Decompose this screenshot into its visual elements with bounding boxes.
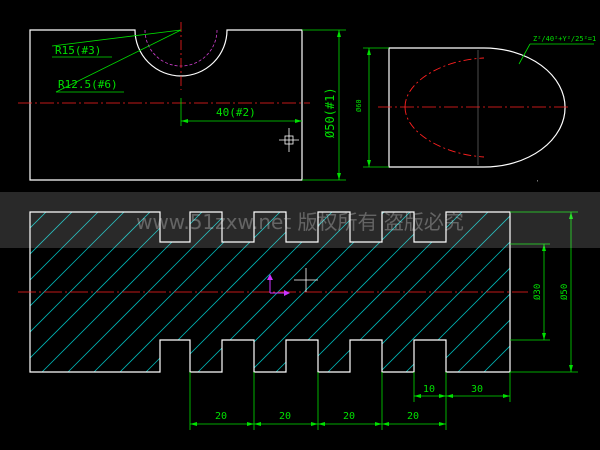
spacing-label-1: 20 xyxy=(215,411,227,422)
spacing-label-2: 20 xyxy=(279,411,291,422)
top-view-outline xyxy=(29,29,303,181)
hatch-line xyxy=(449,212,510,372)
hatch-line xyxy=(30,212,163,372)
slot-width-label: 10 xyxy=(423,384,435,395)
section-view: Ø30 Ø50 10 30 xyxy=(18,174,578,430)
ucs-x-arrow xyxy=(284,290,290,296)
length-2-arrow-left xyxy=(181,119,188,123)
hatch-line xyxy=(241,212,423,372)
inner-diameter-arrow-bottom xyxy=(542,333,546,340)
section-hatch xyxy=(30,212,510,372)
slot-width-arrow-left xyxy=(414,394,421,398)
ucs-y-arrow xyxy=(267,274,273,280)
spacing-arrow-4-r xyxy=(439,422,446,426)
radius-6-leader xyxy=(55,29,182,93)
watermark-band xyxy=(0,192,600,248)
side-view-hidden-curve xyxy=(404,57,485,158)
bottom-extension-lines xyxy=(189,372,511,430)
hatch-line xyxy=(30,212,189,372)
hatch-line xyxy=(59,212,241,372)
hatch-line xyxy=(30,212,137,372)
hatch-line xyxy=(189,212,371,372)
watermark-text: www.51zxw.net 版权所有 盗版必究 xyxy=(136,210,464,234)
side-diameter-label: Ø60 xyxy=(355,99,363,112)
spacing-arrow-3-r xyxy=(375,422,382,426)
corner-tick: ˌ xyxy=(535,174,540,183)
curve-leader xyxy=(518,43,531,65)
diameter-1-label: Ø50(#1) xyxy=(323,87,337,138)
length-2-arrow-right xyxy=(295,119,302,123)
hatch-line xyxy=(111,212,293,372)
curve-equation-label: Z²/40²+Y²/25²=1 xyxy=(533,35,596,43)
spacing-arrow-2-r xyxy=(311,422,318,426)
spacing-arrow-1-l xyxy=(190,422,197,426)
hatch-line xyxy=(423,212,510,372)
crosshair-box xyxy=(284,135,294,145)
inner-diameter-label: Ø30 xyxy=(532,284,543,300)
spacing-label-3: 20 xyxy=(343,411,355,422)
spacing-arrow-1-r xyxy=(247,422,254,426)
spacing-label-4: 20 xyxy=(407,411,419,422)
outer-diameter-arrow-bottom xyxy=(569,365,573,372)
outer-diameter-arrow-top xyxy=(569,212,573,219)
outer-diameter-label: Ø50 xyxy=(559,284,570,300)
side-diameter-arrow-top xyxy=(367,48,371,55)
hatch-line xyxy=(371,212,510,372)
top-view: R15(#3) R12.5(#6) 40(#2) Ø50(#1) xyxy=(18,22,346,181)
radius-3-leader xyxy=(51,29,182,47)
diameter-1-arrow-top xyxy=(337,30,341,37)
hatch-line xyxy=(475,212,510,372)
radius-3-label: R15(#3) xyxy=(55,44,101,57)
inner-diameter-arrow-top xyxy=(542,244,546,251)
hatch-line xyxy=(30,212,85,372)
side-diameter-arrow-bottom xyxy=(367,160,371,167)
hatch-line xyxy=(30,212,111,372)
end-length-arrow-left xyxy=(446,394,453,398)
side-view-outline xyxy=(388,47,566,168)
slot-width-arrow-right xyxy=(439,394,446,398)
spacing-arrow-2-l xyxy=(254,422,261,426)
end-length-label: 30 xyxy=(471,384,483,395)
length-2-label: 40(#2) xyxy=(216,106,256,119)
side-view: Ø60 Z²/40²+Y²/25²=1 xyxy=(355,35,596,168)
radius-6-label: R12.5(#6) xyxy=(58,78,118,91)
end-length-arrow-right xyxy=(503,394,510,398)
spacing-arrow-3-l xyxy=(318,422,325,426)
spacing-arrow-4-l xyxy=(382,422,389,426)
diameter-1-arrow-bottom xyxy=(337,173,341,180)
